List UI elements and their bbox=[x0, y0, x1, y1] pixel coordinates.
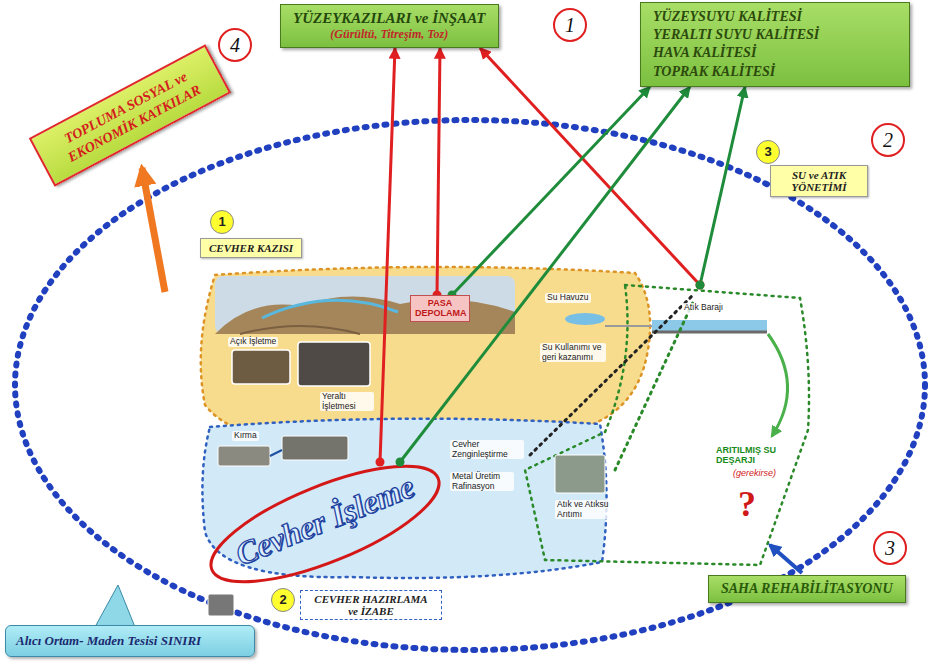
processing-area: CEVHER HAZIRLAMA ve İZABECevher İşleme bbox=[200, 412, 610, 580]
contribution-arrow bbox=[142, 168, 165, 292]
connector-dot bbox=[696, 281, 705, 290]
connector-dot bbox=[376, 458, 385, 467]
part-label: Su Havuzu bbox=[545, 293, 591, 303]
rehab-arrow bbox=[770, 545, 802, 573]
contribution-box: TOPLUMA SOSYAL ve EKONOMİK KATKILAR bbox=[29, 44, 231, 186]
open-pit-photo bbox=[232, 350, 290, 384]
callout-number: 2 bbox=[871, 123, 905, 157]
discharge-label-holder: ARITILMIŞ SU DEŞARJI bbox=[716, 445, 780, 466]
water-area-outline bbox=[480, 285, 810, 565]
node-title: CEVHER KAZISI bbox=[200, 238, 302, 258]
discharge-arrow bbox=[768, 334, 788, 436]
connector-dot bbox=[696, 281, 705, 290]
part-label: Metal Üretim Rafinasyon bbox=[450, 472, 514, 491]
tailings-dam bbox=[652, 320, 767, 331]
node-title: TOPLUMA SOSYAL ve EKONOMİK KATKILAR bbox=[42, 57, 217, 172]
waste-flow bbox=[530, 296, 692, 455]
node-title: Alıcı Ortam- Maden Tesisi SINIRI bbox=[16, 633, 244, 649]
dam-wall bbox=[652, 331, 767, 334]
callout-number: 1 bbox=[553, 8, 587, 42]
callout-number: 1 bbox=[210, 210, 234, 234]
part-label: Kırma bbox=[232, 431, 259, 441]
note-label-holder: (gerekirse) bbox=[733, 468, 776, 478]
part-label: Atık ve Atıksu Arıtımı bbox=[555, 500, 621, 519]
water-area-outline-path bbox=[525, 285, 809, 565]
impact-arrow bbox=[400, 87, 690, 462]
node-title: SAHA REHABİLİTASYONU bbox=[721, 581, 893, 597]
water-area: SU ve ATIK YÖNETİMİ bbox=[480, 285, 810, 565]
process-flow bbox=[270, 450, 282, 456]
question-mark-holder: ? bbox=[738, 486, 756, 522]
node-title: YÜZEYKAZILARI ve İNŞAAT bbox=[293, 10, 486, 27]
rehab-box: SAHA REHABİLİTASYONU bbox=[708, 575, 906, 603]
water-pond bbox=[565, 313, 605, 325]
node-text: (Gürültü, Titreşim, Toz) bbox=[293, 27, 486, 42]
water-flow bbox=[262, 300, 398, 318]
leach-photo bbox=[208, 594, 234, 616]
callout-number-holder: 1 bbox=[553, 8, 587, 42]
impact-arrow bbox=[380, 48, 395, 462]
water-flow-dotted bbox=[615, 300, 694, 470]
node-text: TOPRAK KALİTESİ bbox=[653, 63, 897, 81]
impact-arrow bbox=[700, 87, 745, 285]
landscape-sky bbox=[215, 276, 515, 334]
callout-pointer bbox=[95, 585, 135, 627]
processing-outline: Cevher İşleme bbox=[205, 462, 445, 585]
callout-number-holder: 3 bbox=[873, 531, 907, 565]
question-mark: ? bbox=[738, 486, 756, 522]
node-title: CEVHER HAZIRLAMA ve İZABE bbox=[300, 590, 442, 620]
part-label: Su Kullanımı ve geri kazanımı bbox=[540, 343, 606, 362]
pit-terrace bbox=[240, 326, 360, 334]
callout-number: 3 bbox=[873, 531, 907, 565]
node-title: PASA DEPOLAMA bbox=[415, 298, 465, 319]
boundary-callout: Alıcı Ortam- Maden Tesisi SINIRI bbox=[5, 625, 255, 657]
part-label-holder: Atık Barajı bbox=[682, 303, 725, 313]
crusher-photo bbox=[218, 446, 270, 466]
part-label-holder: Metal Üretim Rafinasyon bbox=[450, 472, 514, 491]
water-pipe bbox=[605, 325, 652, 327]
part-label-holder: Atık ve Atıksu Arıtımı bbox=[555, 500, 621, 519]
site-boundary bbox=[15, 120, 925, 650]
mining-area-outline-path bbox=[201, 267, 650, 438]
connector-dot bbox=[396, 458, 405, 467]
callout-number-holder: 2 bbox=[871, 123, 905, 157]
part-label: Atık Barajı bbox=[682, 303, 725, 313]
impact-arrow bbox=[437, 48, 440, 295]
plant-photo bbox=[282, 436, 348, 460]
underground-photo bbox=[298, 342, 370, 386]
part-label-holder: Kırma bbox=[232, 431, 259, 441]
note-label: (gerekirse) bbox=[733, 468, 776, 478]
landscape-hills bbox=[215, 296, 515, 334]
node-text: YERALTI SUYU KALİTESİ bbox=[653, 26, 897, 44]
callout-number-holder: 4 bbox=[218, 28, 252, 62]
callout-number-holder: 3 bbox=[756, 140, 780, 164]
part-label-holder: Su Havuzu bbox=[545, 293, 591, 303]
callout-number-holder: 1 bbox=[210, 210, 234, 234]
part-label: Açık İşletme bbox=[228, 337, 278, 347]
node-title: YÜZEYSUYU KALİTESİ bbox=[653, 8, 897, 26]
storage-box: PASA DEPOLAMA bbox=[410, 295, 470, 322]
processing-outline-ellipse bbox=[198, 443, 453, 605]
node-title: SU ve ATIK YÖNETİMİ bbox=[770, 165, 868, 197]
part-label-holder: Açık İşletme bbox=[228, 337, 278, 347]
callout-number: 2 bbox=[271, 588, 295, 612]
discharge-label: ARITILMIŞ SU DEŞARJI bbox=[716, 445, 780, 466]
treatment-photo bbox=[555, 455, 605, 493]
part-label-holder: Su Kullanımı ve geri kazanımı bbox=[540, 343, 606, 362]
part-label: Cevher Zenginleştirme bbox=[450, 440, 524, 459]
part-label: Yeraltı İşletmesi bbox=[320, 392, 374, 411]
callout-number: 3 bbox=[756, 140, 780, 164]
node-title: Cevher İşleme bbox=[207, 458, 443, 582]
callout-number: 4 bbox=[218, 28, 252, 62]
part-label-holder: Cevher Zenginleştirme bbox=[450, 440, 524, 459]
impact-arrow bbox=[452, 87, 650, 295]
node-text: HAVA KALİTESİ bbox=[653, 44, 897, 62]
part-label-holder: Yeraltı İşletmesi bbox=[320, 392, 374, 411]
callout-number-holder: 2 bbox=[271, 588, 295, 612]
impact-box: YÜZEYSUYU KALİTESİYERALTI SUYU KALİTESİH… bbox=[640, 2, 910, 87]
impact-box: YÜZEYKAZILARI ve İNŞAAT(Gürültü, Titreşi… bbox=[280, 4, 499, 48]
